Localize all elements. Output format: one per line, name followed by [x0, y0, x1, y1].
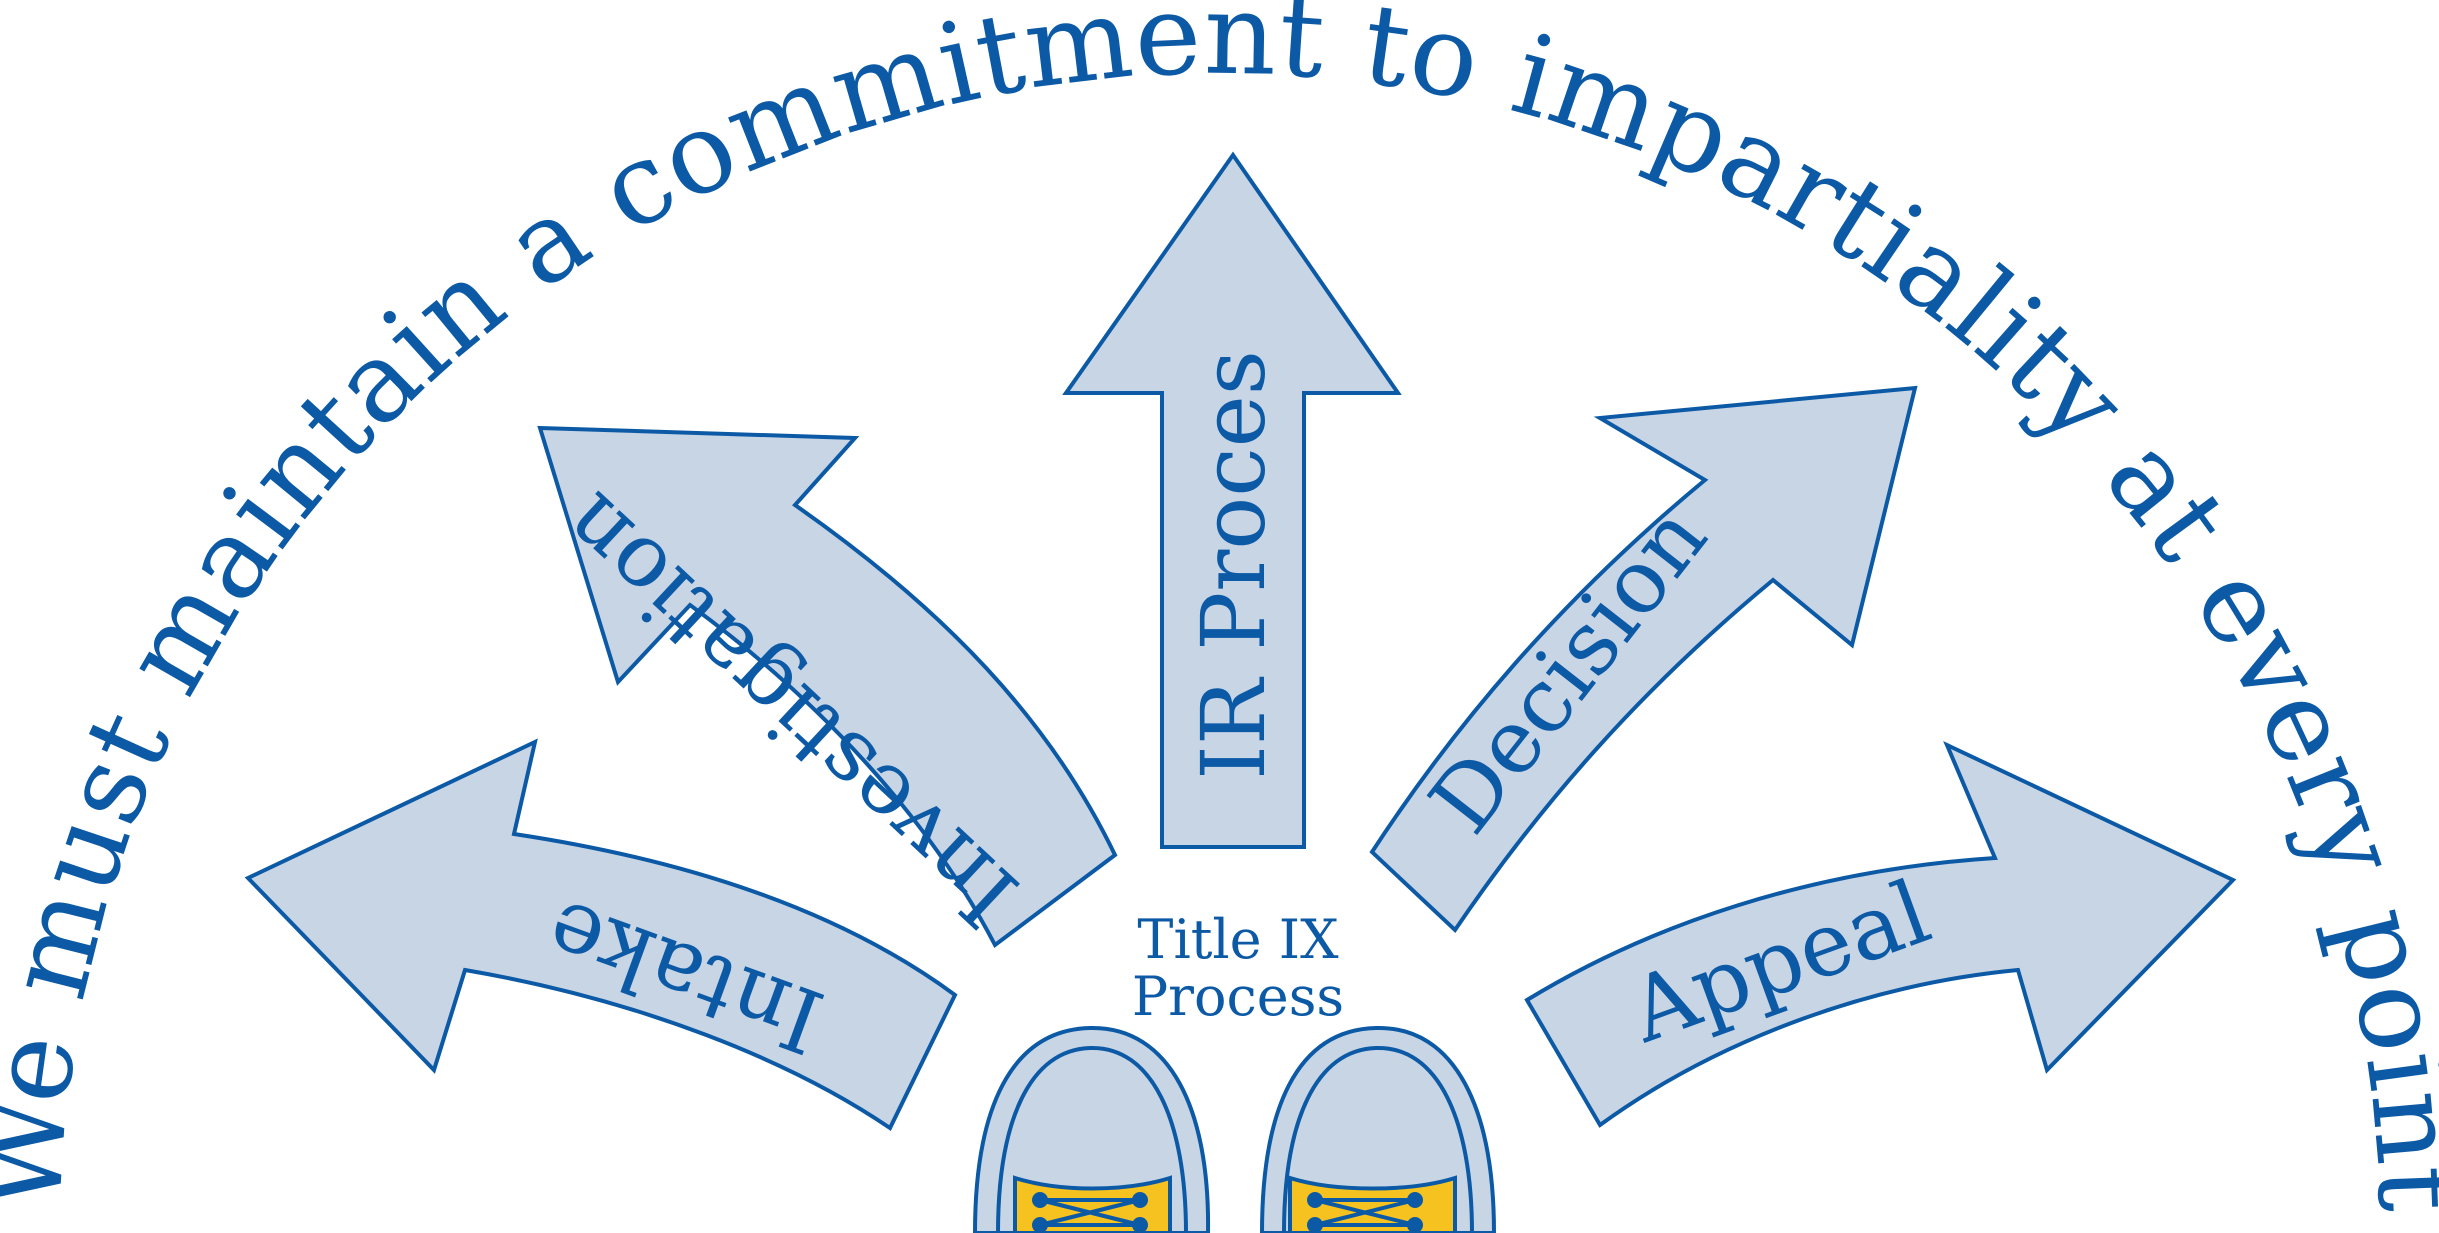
- arrow-appeal-label: Appeal: [1616, 860, 1942, 1063]
- right-shoe-eyelet-4: [1407, 1217, 1423, 1233]
- arrow-ir-proces: IR Proces: [1062, 151, 1402, 849]
- arrow-ir-proces-shape: [1062, 151, 1402, 849]
- left-shoe-eyelet-3: [1032, 1217, 1048, 1233]
- left-shoe-tongue: [1013, 1175, 1172, 1233]
- left-shoe-eyelet-1: [1032, 1192, 1048, 1208]
- right-shoe-eyelet-1: [1307, 1192, 1323, 1208]
- right-shoe-inner: [1281, 1045, 1475, 1233]
- left-shoe-laces: [1039, 1198, 1141, 1227]
- arrow-intake-shape: [244, 738, 958, 1131]
- center-label-line2: Process: [1132, 965, 1344, 1028]
- left-shoe: [972, 1025, 1211, 1233]
- arrow-appeal-shape: [1524, 740, 2237, 1128]
- right-shoe-eyelet-3: [1307, 1217, 1323, 1233]
- arrow-decision-shape: [1369, 385, 1918, 934]
- right-shoe: [1259, 1025, 1497, 1233]
- sneakers-icon: [972, 1025, 1497, 1233]
- arrow-decision-label: Decision: [1409, 487, 1726, 852]
- left-shoe-inner: [995, 1045, 1189, 1233]
- right-shoe-laces: [1314, 1198, 1416, 1227]
- right-shoe-eyelet-2: [1407, 1192, 1423, 1208]
- arrow-ir-proces-label: IR Proces: [1182, 350, 1285, 780]
- arrow-investigation-shape: [537, 425, 1118, 949]
- center-label-line1: Title IX: [1137, 908, 1339, 971]
- center-label: Title IX Process: [1132, 908, 1344, 1028]
- arrow-appeal: Appeal: [1524, 740, 2237, 1128]
- left-shoe-eyelet-4: [1132, 1217, 1148, 1233]
- left-shoe-eyelet-2: [1132, 1192, 1148, 1208]
- arrow-decision: Decision: [1369, 385, 1918, 934]
